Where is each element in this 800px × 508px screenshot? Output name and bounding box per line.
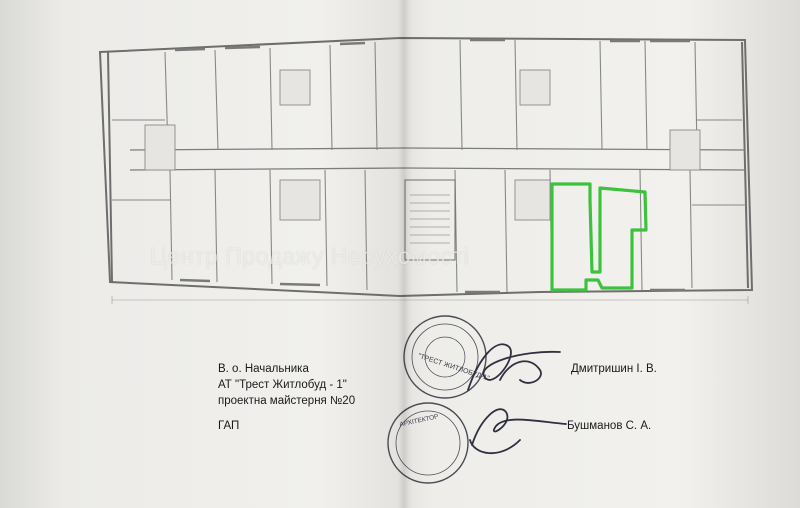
gap-label: ГАП [218,420,240,432]
building-outline [98,36,754,298]
bathroom [144,124,176,171]
wall [269,47,273,151]
bathroom [519,69,551,106]
corridor-top-wall [129,147,746,151]
left-end-wall [107,51,113,283]
wall [169,169,173,281]
wall [324,169,328,287]
chief-signature [467,343,561,391]
wall [214,169,218,283]
paper-fold [398,0,412,508]
org-line: АТ "Трест Житлобуд - 1" [218,379,347,391]
wall [329,44,333,151]
wall [459,39,463,151]
window [339,41,366,46]
role-line: В. о. Начальника [218,363,309,375]
wall [514,39,518,151]
window [174,47,206,52]
bathroom [669,129,701,171]
upper-stamp [403,315,487,399]
gap-signature [469,408,567,455]
workshop-line: проектна майстерня №20 [218,395,356,407]
lower-stamp [387,402,469,484]
watermark: Центр Продажу Нерухомості [150,243,470,269]
window [179,278,211,283]
gap-name: Бушманов С. А. [567,420,652,432]
bathroom [279,179,321,221]
wall [504,169,508,293]
bathroom [514,179,551,221]
right-end-wall [741,41,749,289]
chief-name: Дмитришин І. В. [571,363,657,375]
wall [599,40,603,151]
wall [364,169,368,291]
wall [644,40,648,151]
bathroom [279,69,311,106]
wall [269,169,273,285]
wall [689,169,693,289]
highlighted-apartment [550,182,648,292]
stair-core [404,179,456,261]
window [279,282,321,287]
corridor-bottom-wall [129,167,746,171]
wall [374,41,378,151]
wall [214,49,219,151]
window [224,45,261,50]
